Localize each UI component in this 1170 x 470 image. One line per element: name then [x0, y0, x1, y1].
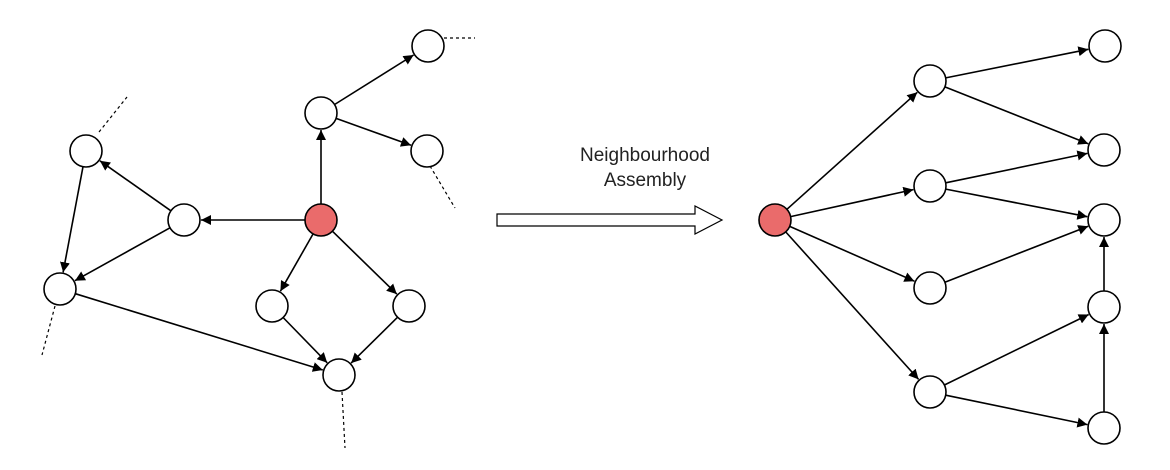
right-edge-m3-to-r3 — [944, 225, 1089, 283]
right-graph-edges — [785, 46, 1109, 428]
right-edge-m1-to-r1 — [945, 46, 1089, 79]
right-edge-center-to-m2 — [790, 186, 914, 218]
right-edge-m2-to-r3 — [945, 188, 1088, 220]
left-edge-n-top-to-n-top-right — [334, 54, 415, 106]
left-node-n-right — [410, 134, 444, 168]
transform-label: Neighbourhood Assembly — [545, 143, 745, 193]
left-edge-n-mid-left-to-n-upper-left — [99, 160, 172, 212]
left-node-n-bottom-left — [255, 289, 289, 323]
left-node-center — [304, 203, 338, 237]
left-node-n-top — [304, 96, 338, 130]
left-edge-n-mid-left-to-n-lower-left — [74, 227, 171, 282]
assembly-arrow — [496, 205, 724, 235]
right-edge-m4-to-r4 — [944, 313, 1090, 386]
left-edge-center-to-n-bottom-right — [331, 230, 398, 295]
left-graph-continuation-stubs — [41, 37, 475, 449]
right-edge-m4-to-r5 — [945, 394, 1088, 428]
left-node-n-lower-left — [43, 272, 77, 306]
left-edge-n-lower-left-to-n-bottom — [75, 292, 324, 372]
right-node-r3 — [1087, 203, 1121, 237]
right-edge-center-to-m1 — [786, 91, 918, 210]
right-node-r5 — [1087, 411, 1121, 445]
left-node-n-bottom — [322, 358, 356, 392]
left-graph-nodes — [43, 29, 445, 392]
transform-label-line-1: Neighbourhood — [580, 145, 710, 166]
right-node-m1 — [913, 64, 947, 98]
right-edge-m1-to-r2 — [944, 86, 1089, 145]
stub-right-node — [429, 165, 456, 209]
stub-lower-left-node — [41, 305, 56, 356]
right-edge-center-to-m3 — [789, 225, 915, 282]
left-edge-n-bottom-left-to-n-bottom — [282, 316, 328, 364]
right-node-r1 — [1088, 29, 1122, 63]
transform-label-line-2: Assembly — [603, 170, 687, 191]
left-graph-edges — [60, 54, 415, 372]
left-edge-n-top-to-n-right — [335, 117, 412, 147]
right-edge-center-to-m4 — [785, 231, 920, 380]
left-node-n-mid-left — [167, 203, 201, 237]
stub-bottom-node — [341, 391, 346, 449]
right-node-m2 — [913, 169, 947, 203]
right-node-r4 — [1087, 290, 1121, 324]
right-edge-m2-to-r2 — [945, 150, 1088, 184]
right-node-r2 — [1087, 133, 1121, 167]
stub-upper-left-node — [98, 96, 128, 133]
right-node-m3 — [913, 271, 947, 305]
left-edge-center-to-n-bottom-left — [279, 233, 314, 292]
left-edge-n-upper-left-to-n-lower-left — [60, 166, 84, 273]
left-node-n-upper-left — [69, 134, 103, 168]
right-node-center — [758, 203, 792, 237]
right-node-m4 — [913, 375, 947, 409]
left-edge-n-bottom-right-to-n-bottom — [350, 316, 399, 364]
left-node-n-top-right — [411, 29, 445, 63]
right-graph-nodes — [758, 29, 1122, 445]
left-node-n-bottom-right — [392, 289, 426, 323]
